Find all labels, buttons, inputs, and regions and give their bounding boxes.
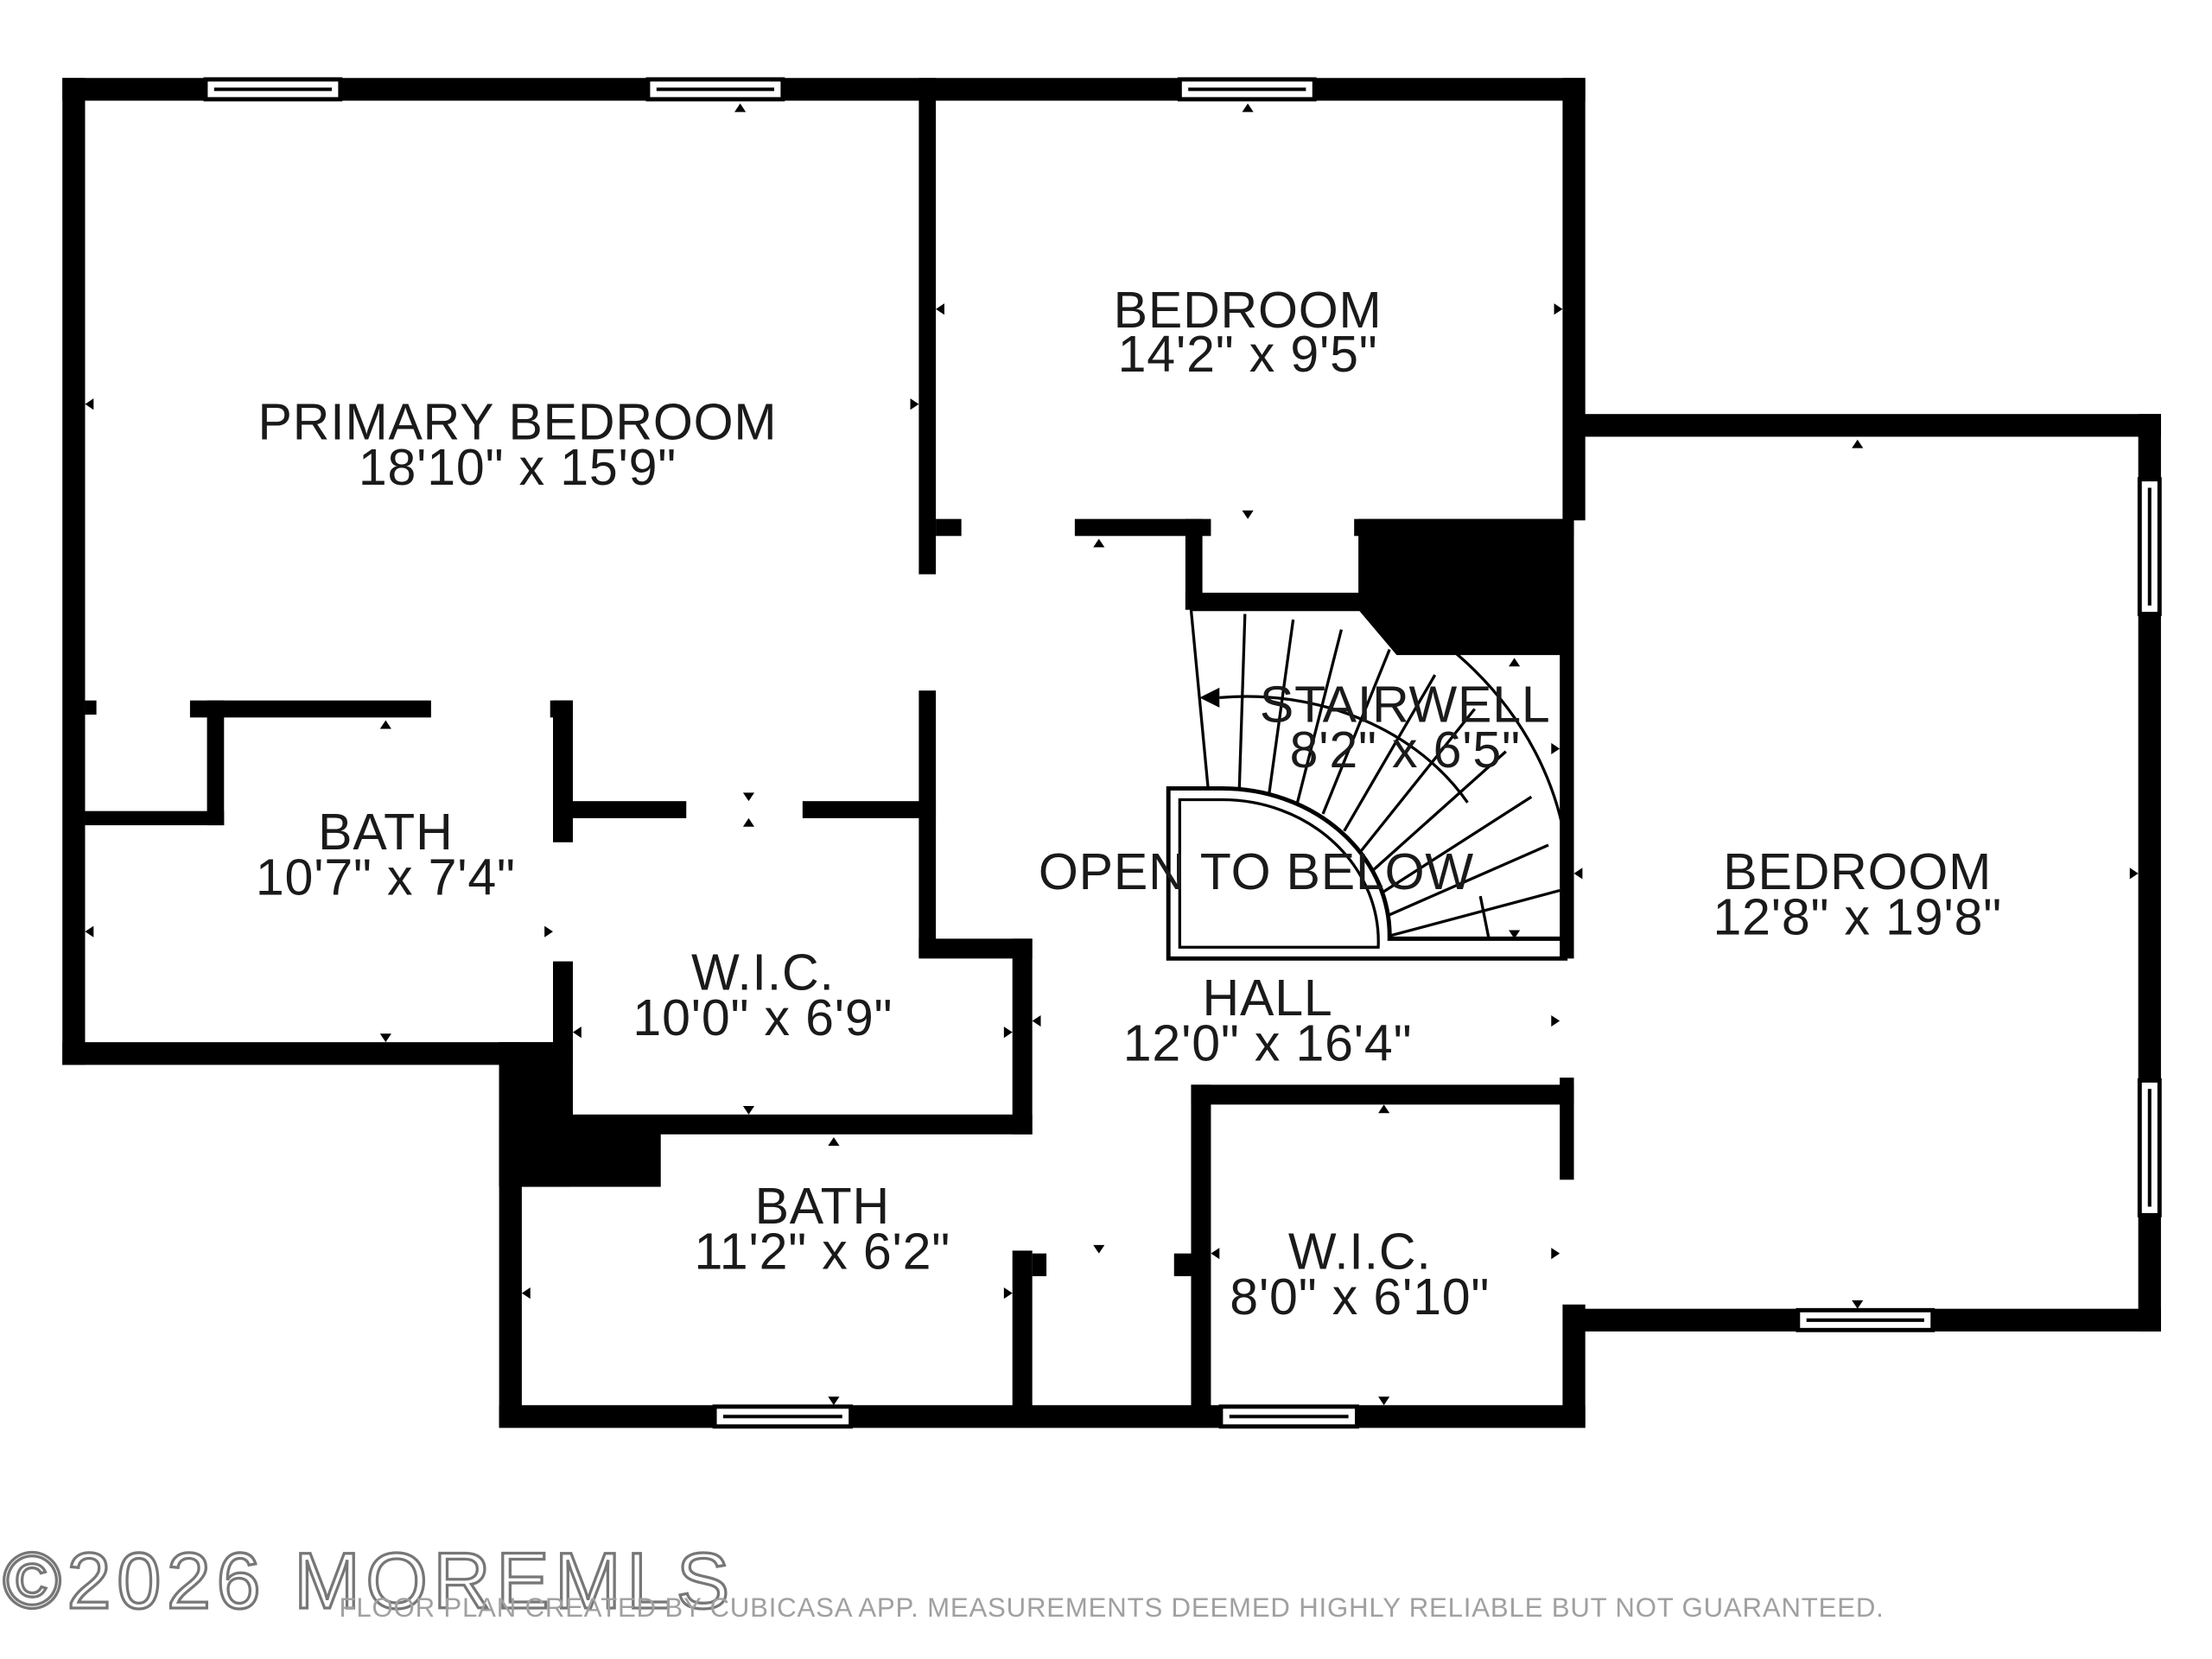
wall-left bbox=[62, 78, 86, 1065]
wall-wic-left-lower bbox=[567, 1042, 573, 1134]
wall-primary-bedroom-right bbox=[918, 78, 937, 575]
room-dimensions: 10'7" x 7'4" bbox=[256, 849, 516, 906]
wall-stair-fill bbox=[1358, 518, 1566, 656]
window bbox=[1177, 77, 1317, 102]
room-wic-center: W.I.C. 10'0" x 6'9" bbox=[632, 944, 893, 1046]
wall-primary-bedroom-right-lower bbox=[918, 690, 937, 957]
wall-bath-right-a bbox=[553, 700, 573, 842]
room-name: PRIMARY BEDROOM bbox=[258, 394, 778, 451]
room-name: HALL bbox=[1203, 969, 1333, 1027]
stairs bbox=[1166, 608, 1572, 961]
room-name: W.I.C. bbox=[1288, 1224, 1432, 1281]
window bbox=[1796, 1307, 1936, 1332]
dimension-ticks bbox=[85, 103, 2139, 1406]
wall-wic-notch-top bbox=[918, 938, 1033, 959]
room-stairwell: STAIRWELL 8'2" x 6'5" bbox=[1260, 676, 1551, 779]
room-open-to-below: OPEN TO BELOW bbox=[1039, 843, 1474, 900]
wall-linen-right bbox=[1191, 1084, 1211, 1428]
wall-bedroom-bottom-b bbox=[1074, 518, 1211, 537]
room-labels: PRIMARY BEDROOM 18'10" x 15'9" BEDROOM 1… bbox=[256, 282, 2002, 1326]
room-name: BEDROOM bbox=[1114, 282, 1382, 339]
wall-wic-right bbox=[1012, 938, 1033, 1135]
wall-stair-right bbox=[1560, 518, 1574, 959]
room-dimensions: 8'0" x 6'10" bbox=[1230, 1268, 1490, 1325]
wall-right-bedroom-top bbox=[1573, 414, 2161, 437]
window bbox=[712, 1404, 854, 1429]
wall-wic2-top bbox=[1191, 1084, 1574, 1105]
window bbox=[2137, 1078, 2162, 1217]
window bbox=[203, 77, 343, 102]
room-dimensions: 12'0" x 16'4" bbox=[1123, 1014, 1413, 1071]
wall-bath-top-b bbox=[189, 700, 431, 718]
watermark: ©2026 MOREMLS bbox=[3, 1537, 734, 1625]
room-dimensions: 8'2" x 6'5" bbox=[1290, 721, 1521, 779]
wall-wic-top-a bbox=[567, 801, 687, 818]
wall-center-right-upper bbox=[1562, 78, 1586, 521]
window bbox=[645, 77, 785, 102]
room-bedroom-right: BEDROOM 12'8" x 19'8" bbox=[1713, 843, 2002, 946]
room-name: STAIRWELL bbox=[1260, 676, 1551, 733]
wall-left-closet-right bbox=[207, 700, 225, 826]
room-name: BEDROOM bbox=[1723, 843, 1992, 900]
wall-bedroom-bottom-a bbox=[936, 518, 962, 537]
wall-left-closet-bottom bbox=[85, 810, 225, 826]
room-bath-bottom: BATH 11'2" x 6'2" bbox=[695, 1178, 951, 1281]
wall-bath-bottom-right bbox=[1012, 1250, 1033, 1428]
room-dimensions: 11'2" x 6'2" bbox=[695, 1224, 951, 1281]
walls bbox=[62, 78, 2161, 1428]
window bbox=[2137, 477, 2162, 617]
room-dimensions: 14'2" x 9'5" bbox=[1118, 326, 1378, 383]
room-dimensions: 10'0" x 6'9" bbox=[632, 989, 893, 1046]
room-dimensions: 18'10" x 15'9" bbox=[359, 439, 677, 496]
room-dimensions: 12'8" x 19'8" bbox=[1713, 888, 2002, 945]
room-bath-left: BATH 10'7" x 7'4" bbox=[256, 804, 516, 906]
disclaimer: FLOOR PLAN CREATED BY CUBICASA APP. MEAS… bbox=[340, 1592, 1885, 1623]
room-name: BATH bbox=[755, 1178, 890, 1235]
wall-bath-right-b bbox=[553, 961, 573, 1065]
room-name: BATH bbox=[318, 804, 453, 861]
wall-bath-top-a bbox=[85, 700, 97, 715]
room-wic-bottom: W.I.C. 8'0" x 6'10" bbox=[1230, 1224, 1490, 1326]
stair-railing bbox=[1166, 785, 1568, 961]
windows bbox=[203, 77, 2162, 1429]
wall-bottom bbox=[499, 1405, 1586, 1428]
window bbox=[1218, 1404, 1359, 1429]
wall-wic-bottom bbox=[567, 1114, 1033, 1135]
room-primary-bedroom: PRIMARY BEDROOM 18'10" x 15'9" bbox=[258, 394, 778, 497]
room-hall: HALL 12'0" x 16'4" bbox=[1123, 969, 1413, 1072]
wall-stair-closet-bottom bbox=[1185, 592, 1364, 610]
wall-linen-top-a bbox=[1032, 1253, 1047, 1276]
room-name: W.I.C. bbox=[691, 944, 835, 1001]
wall-left-bottom bbox=[62, 1042, 570, 1065]
wall-stair-closet-left bbox=[1185, 518, 1203, 610]
room-bedroom-top: BEDROOM 14'2" x 9'5" bbox=[1114, 282, 1382, 383]
room-name: OPEN TO BELOW bbox=[1039, 843, 1474, 900]
wall-wic-top-b bbox=[802, 801, 937, 818]
